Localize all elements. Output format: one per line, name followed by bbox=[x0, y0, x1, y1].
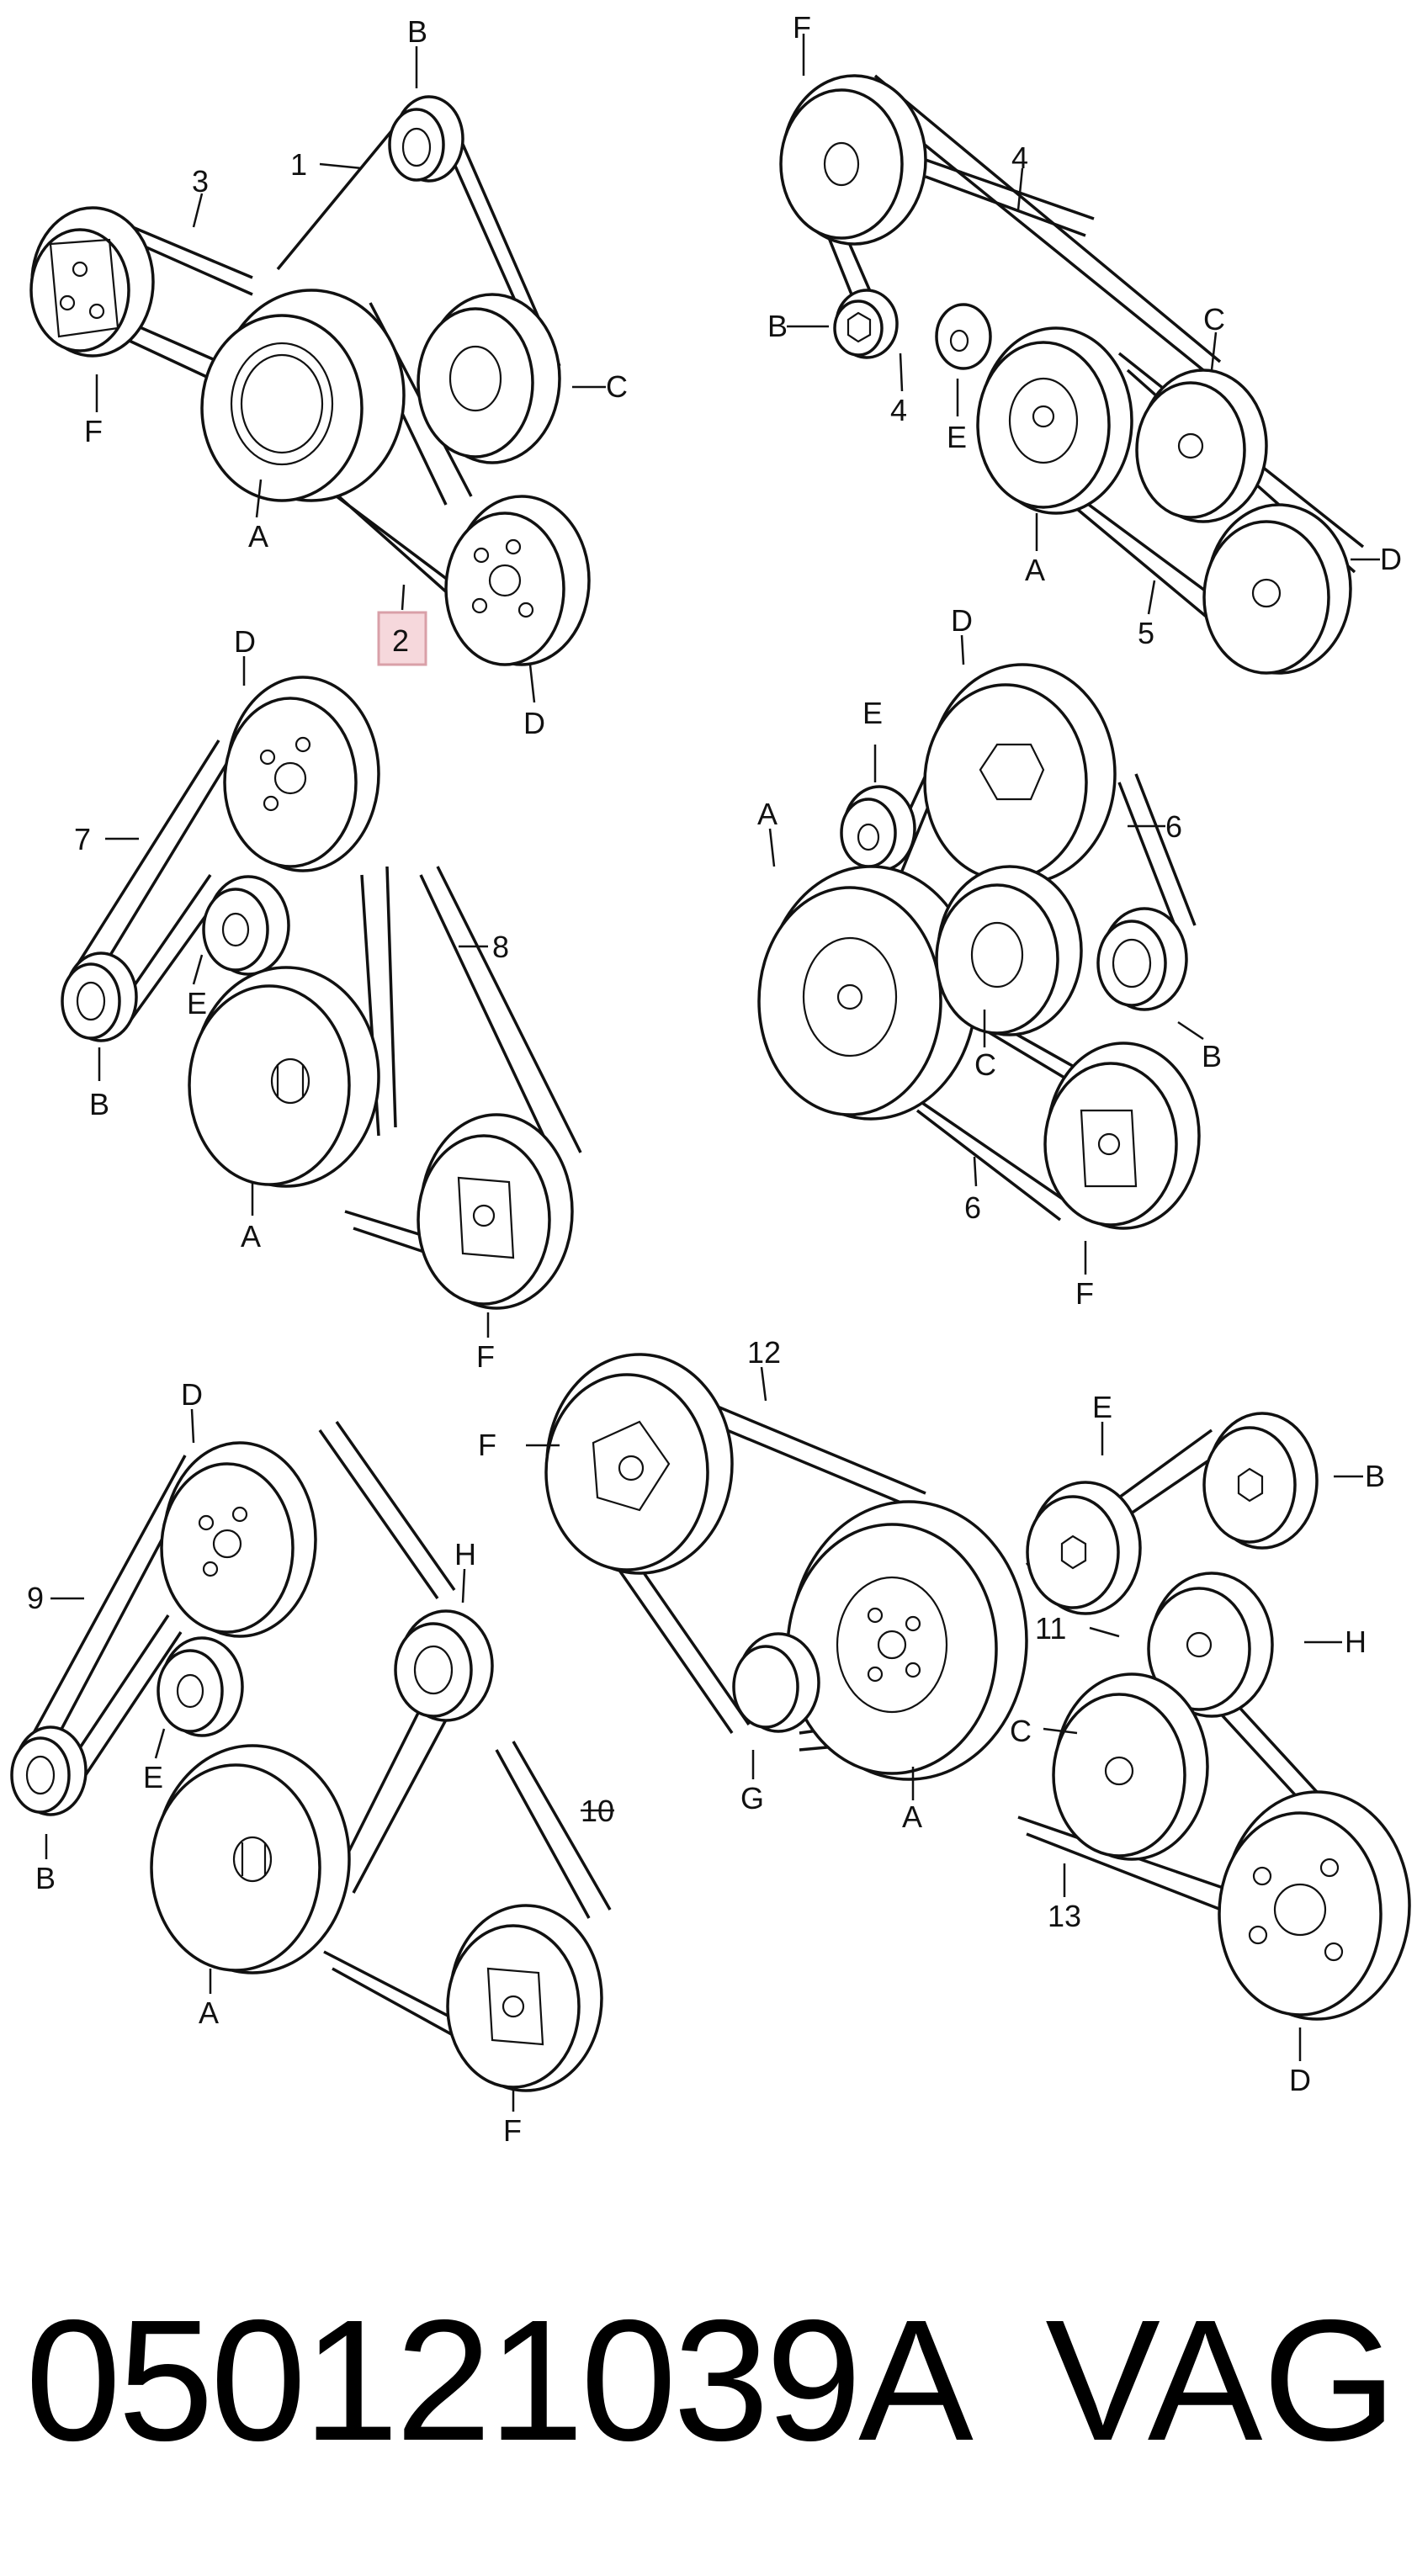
callout-d1-1: 1 bbox=[290, 147, 307, 182]
pulley-d6 bbox=[1218, 1790, 1411, 2021]
pulley-b5 bbox=[10, 1725, 88, 1816]
pulley-h5 bbox=[394, 1609, 494, 1722]
pulley-e4 bbox=[840, 785, 916, 872]
callout-d3-f: F bbox=[476, 1339, 495, 1374]
callout-d1-d: D bbox=[523, 706, 545, 740]
pulley-c1 bbox=[417, 293, 561, 464]
callout-d2-4b: 4 bbox=[890, 393, 907, 427]
callout-d5-b: B bbox=[35, 1861, 56, 1895]
callout-d4-a: A bbox=[757, 797, 777, 831]
pulley-b2 bbox=[833, 289, 899, 359]
callout-d3-e: E bbox=[187, 986, 207, 1020]
callout-d6-c: C bbox=[1010, 1714, 1032, 1748]
pulley-f6 bbox=[544, 1353, 734, 1575]
part-number: 050121039A bbox=[25, 2284, 974, 2477]
pulley-f4 bbox=[1043, 1042, 1201, 1230]
pulley-b4 bbox=[1096, 907, 1188, 1011]
callout-d3-8: 8 bbox=[492, 930, 509, 964]
callout-d5-a: A bbox=[199, 1996, 219, 2030]
callout-d4-f: F bbox=[1075, 1276, 1094, 1311]
pulley-f1 bbox=[29, 206, 155, 358]
callout-d1-c: C bbox=[606, 369, 628, 404]
callout-d6-13: 13 bbox=[1048, 1899, 1081, 1933]
pulley-d3 bbox=[223, 676, 380, 872]
callout-d3-7: 7 bbox=[74, 822, 91, 856]
pulley-c2 bbox=[1135, 368, 1268, 523]
pulley-e2 bbox=[935, 303, 992, 370]
callout-d4-c: C bbox=[974, 1047, 996, 1082]
pulley-a4 bbox=[757, 865, 978, 1121]
pulley-b3 bbox=[61, 951, 138, 1042]
callout-d2-c: C bbox=[1203, 302, 1225, 337]
callout-d4-d: D bbox=[951, 603, 973, 638]
callout-d5-10: 10 bbox=[581, 1794, 614, 1828]
diagram-1: B 1 3 F C A 2 D bbox=[29, 14, 628, 740]
callout-d5-e: E bbox=[143, 1760, 163, 1794]
callout-d2-b: B bbox=[767, 309, 788, 343]
callout-d2-f: F bbox=[793, 10, 811, 45]
callout-d3-d: D bbox=[234, 624, 256, 659]
pulley-e3 bbox=[202, 875, 290, 976]
pulley-e6 bbox=[1026, 1481, 1142, 1615]
callout-d5-f: F bbox=[503, 2113, 522, 2148]
callout-d4-b: B bbox=[1202, 1039, 1222, 1073]
callout-d4-e: E bbox=[862, 696, 883, 730]
pulley-a3 bbox=[188, 966, 380, 1188]
callout-d5-d: D bbox=[181, 1377, 203, 1412]
diagram-2: F 4 B 4 E C A 5 D bbox=[767, 10, 1402, 675]
pulley-b1 bbox=[388, 95, 464, 183]
pulley-d5 bbox=[160, 1441, 317, 1638]
brand-name: VAG bbox=[1045, 2284, 1397, 2477]
callout-d2-e: E bbox=[947, 420, 967, 454]
callout-d2-a: A bbox=[1025, 553, 1045, 587]
callout-d3-b: B bbox=[89, 1087, 109, 1121]
diagram-3: D 7 8 E B A F bbox=[61, 624, 582, 1374]
callout-d2-d: D bbox=[1380, 542, 1402, 576]
diagram-6: 12 F E B 11 H C G A 13 D bbox=[478, 1335, 1411, 2097]
callout-d6-e: E bbox=[1092, 1390, 1112, 1424]
pulley-a5 bbox=[150, 1744, 351, 1974]
belt-routing-diagram: B 1 3 F C A 2 D bbox=[10, 10, 1411, 2148]
callout-d6-h: H bbox=[1345, 1625, 1367, 1659]
callout-d1-a: A bbox=[248, 519, 268, 554]
callout-d1-3: 3 bbox=[192, 164, 209, 199]
callout-d1-2: 2 bbox=[392, 623, 409, 658]
callout-d1-b: B bbox=[407, 14, 427, 49]
callout-d4-6b: 6 bbox=[964, 1190, 981, 1225]
pulley-e5 bbox=[157, 1636, 244, 1737]
callout-d3-a: A bbox=[241, 1219, 261, 1254]
highlight-box bbox=[377, 611, 427, 666]
pulley-h6 bbox=[1147, 1572, 1274, 1718]
callout-d6-11: 11 bbox=[1035, 1611, 1066, 1646]
pulley-a1 bbox=[200, 289, 406, 502]
callout-d6-12: 12 bbox=[747, 1335, 781, 1370]
pulley-a2 bbox=[976, 326, 1133, 515]
callout-d1-f: F bbox=[84, 414, 103, 448]
pulley-c4 bbox=[935, 865, 1083, 1036]
pulley-c6 bbox=[1052, 1672, 1209, 1861]
callout-d6-a: A bbox=[902, 1799, 922, 1834]
part-caption: 050121039A VAG bbox=[25, 2271, 1397, 2490]
pulley-d1 bbox=[444, 495, 591, 666]
pulley-a6 bbox=[786, 1500, 1028, 1781]
diagram-4: D E A 6 C B 6 F bbox=[757, 603, 1222, 1311]
pulley-d4 bbox=[923, 663, 1117, 885]
pulley-g6 bbox=[732, 1632, 820, 1733]
diagram-5: D H 9 E 10 B A F bbox=[10, 1377, 614, 2148]
callout-d4-6a: 6 bbox=[1165, 809, 1182, 844]
pulley-b6 bbox=[1202, 1412, 1319, 1550]
callout-d2-4a: 4 bbox=[1011, 140, 1028, 175]
callout-d6-d: D bbox=[1289, 2063, 1311, 2097]
callout-d6-g: G bbox=[740, 1781, 764, 1815]
pulley-f3 bbox=[417, 1113, 574, 1310]
callout-d6-b: B bbox=[1365, 1459, 1385, 1493]
pulley-d2 bbox=[1202, 503, 1352, 675]
pulley-f2 bbox=[779, 74, 927, 246]
callout-d5-h: H bbox=[454, 1537, 476, 1572]
pulley-f5 bbox=[446, 1904, 603, 2092]
callout-d5-9: 9 bbox=[27, 1581, 44, 1615]
callout-d6-f: F bbox=[478, 1428, 496, 1462]
callout-d2-5: 5 bbox=[1138, 616, 1154, 650]
